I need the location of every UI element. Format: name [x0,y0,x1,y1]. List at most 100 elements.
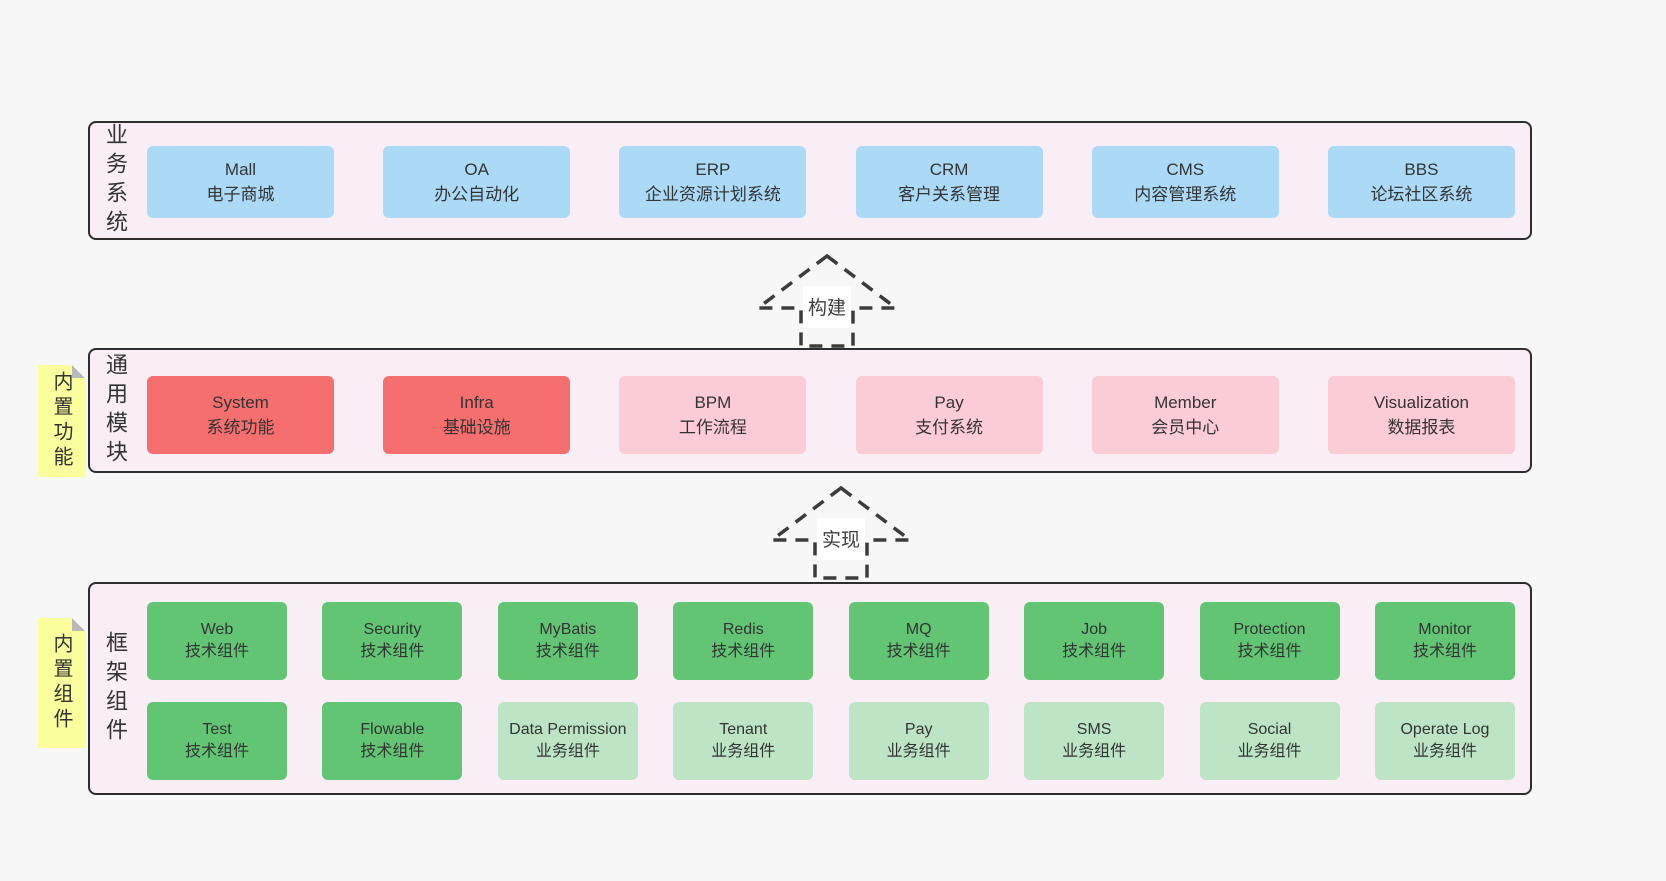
box-test-desc: 技术组件 [184,743,249,760]
sticky-built-in-components-label: 内置组件 [50,633,72,733]
box-system-name: System [212,392,269,412]
box-mybatis-name: MyBatis [539,620,597,638]
box-mq: MQ 技术组件 [848,602,989,680]
box-infra-desc: 基础设施 [442,418,511,437]
box-crm-desc: 客户关系管理 [898,185,1001,204]
box-redis-name: Redis [722,620,764,638]
arrow-build: 构建 [752,253,902,348]
box-crm-name: CRM [929,159,969,179]
box-mall: Mall 电子商城 [147,146,334,218]
box-tenant: Tenant 业务组件 [673,702,814,780]
box-pay-system-desc: 支付系统 [915,418,984,437]
layer-common-modules: 通用模块 System 系统功能 Infra 基础设施 BPM 工作流程 Pay… [88,348,1532,473]
box-member-name: Member [1154,392,1217,412]
box-flowable-name: Flowable [360,720,425,738]
box-oa: OA 办公自动化 [383,146,571,218]
box-crm: CRM 客户关系管理 [855,146,1043,218]
layer-components-label: 框架组件 [103,630,128,747]
box-redis: Redis 技术组件 [673,602,814,680]
box-visualization-name: Visualization [1373,392,1469,412]
layer-framework-components: 框架组件 Web 技术组件 Security 技术组件 MyBatis 技术组件… [88,582,1532,795]
box-mybatis-desc: 技术组件 [535,643,600,660]
box-flowable-desc: 技术组件 [360,743,425,760]
arrow-build-label-bg [803,286,851,328]
business-box-row: Mall 电子商城 OA 办公自动化 ERP 企业资源计划系统 CRM 客户关系… [147,146,1515,218]
arrow-implement: 实现 [766,485,916,580]
arrow-implement-outline [766,485,916,580]
box-sms-desc: 业务组件 [1062,743,1127,760]
box-pay-component-desc: 业务组件 [886,743,951,760]
box-sms-name: SMS [1076,720,1112,738]
box-redis-desc: 技术组件 [711,643,776,660]
sticky-built-in-functions-label: 内置功能 [50,371,72,471]
box-data-permission-desc: 业务组件 [535,743,600,760]
box-oa-desc: 办公自动化 [434,185,520,204]
box-security-name: Security [363,620,422,638]
box-job-name: Job [1081,620,1107,638]
layer-business-systems: 业务系统 Mall 电子商城 OA 办公自动化 ERP 企业资源计划系统 CRM… [88,121,1532,240]
sticky-built-in-functions: 内置功能 [38,365,85,477]
box-tenant-name: Tenant [719,720,768,738]
box-flowable: Flowable 技术组件 [322,702,463,780]
box-sms: SMS 业务组件 [1024,702,1165,780]
box-security: Security 技术组件 [322,602,463,680]
box-operate-log-desc: 业务组件 [1412,743,1477,760]
arrow-build-label: 构建 [808,297,846,319]
box-job-desc: 技术组件 [1062,643,1127,660]
box-member-desc: 会员中心 [1151,418,1220,437]
box-social-desc: 业务组件 [1237,743,1302,760]
box-bbs: BBS 论坛社区系统 [1327,146,1515,218]
box-data-permission-name: Data Permission [509,720,627,738]
arrow-implement-label-bg [817,518,865,560]
components-box-row-1: Web 技术组件 Security 技术组件 MyBatis 技术组件 Redi… [147,602,1515,680]
box-oa-name: OA [464,159,489,179]
box-erp: ERP 企业资源计划系统 [619,146,807,218]
box-pay-system-name: Pay [934,392,964,412]
components-box-row-2: Test 技术组件 Flowable 技术组件 Data Permission … [147,702,1515,780]
box-visualization-desc: 数据报表 [1387,418,1456,437]
box-mybatis: MyBatis 技术组件 [497,602,638,680]
box-web: Web 技术组件 [147,602,287,680]
box-data-permission: Data Permission 业务组件 [497,702,638,780]
box-test-name: Test [202,720,232,738]
box-monitor-name: Monitor [1418,620,1472,638]
box-pay-component-name: Pay [904,720,933,738]
box-protection-desc: 技术组件 [1237,643,1302,660]
box-monitor-desc: 技术组件 [1412,643,1477,660]
sticky-fold-corner [72,618,85,631]
box-protection-name: Protection [1233,620,1306,638]
box-social: Social 业务组件 [1199,702,1340,780]
box-mq-desc: 技术组件 [886,643,951,660]
arrow-implement-label: 实现 [822,529,860,551]
box-operate-log: Operate Log 业务组件 [1374,702,1515,780]
box-infra-name: Infra [459,392,494,412]
box-bpm-desc: 工作流程 [678,418,747,437]
box-bpm-name: BPM [694,392,732,412]
box-bbs-desc: 论坛社区系统 [1370,185,1473,204]
box-protection: Protection 技术组件 [1199,602,1340,680]
sticky-built-in-components: 内置组件 [38,618,85,748]
box-system-desc: 系统功能 [206,418,275,437]
box-test: Test 技术组件 [147,702,287,780]
modules-box-row: System 系统功能 Infra 基础设施 BPM 工作流程 Pay 支付系统… [147,376,1515,454]
box-visualization: Visualization 数据报表 [1327,376,1515,454]
box-erp-name: ERP [695,159,731,179]
box-member: Member 会员中心 [1091,376,1279,454]
box-infra: Infra 基础设施 [383,376,571,454]
box-mq-name: MQ [905,620,932,638]
arrow-build-outline [752,253,902,348]
box-mall-name: Mall [224,159,257,179]
layer-modules-label: 通用模块 [103,352,128,469]
box-pay-system: Pay 支付系统 [855,376,1043,454]
box-monitor: Monitor 技术组件 [1374,602,1515,680]
box-bpm: BPM 工作流程 [619,376,807,454]
box-bbs-name: BBS [1404,159,1439,179]
box-cms: CMS 内容管理系统 [1091,146,1279,218]
box-social-name: Social [1247,720,1292,738]
layer-business-label: 业务系统 [103,122,128,239]
box-pay-component: Pay 业务组件 [848,702,989,780]
box-job: Job 技术组件 [1024,602,1165,680]
box-system: System 系统功能 [147,376,334,454]
box-tenant-desc: 业务组件 [711,743,776,760]
